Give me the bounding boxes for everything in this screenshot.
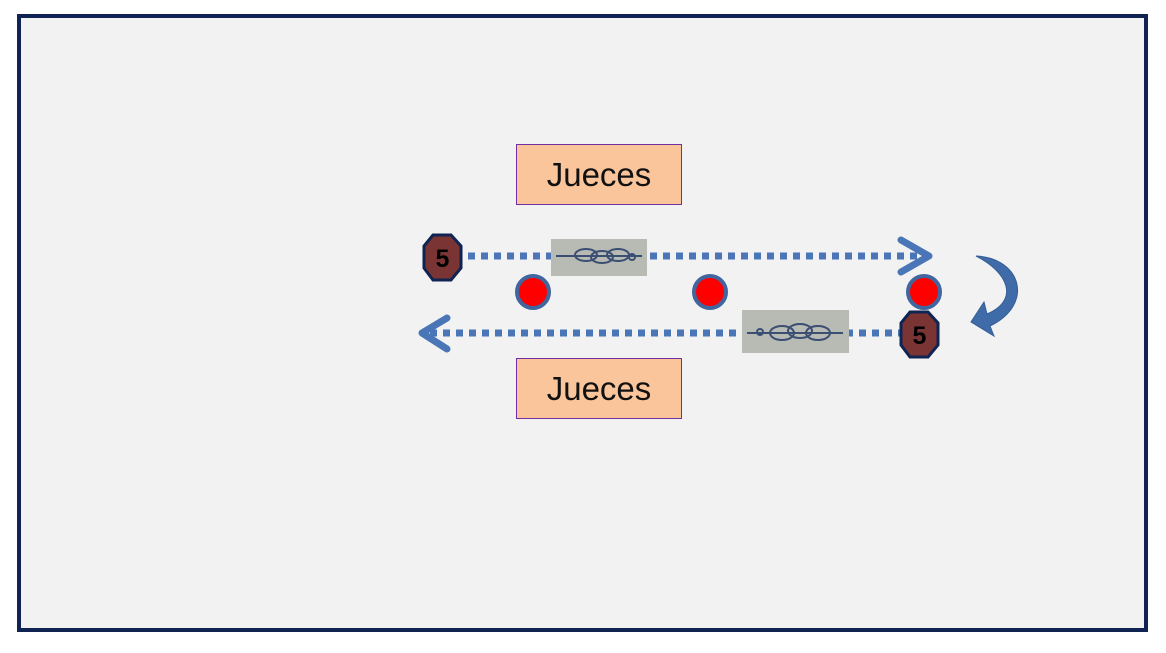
start-number-marker: 5 xyxy=(422,233,463,282)
diagram-panel xyxy=(17,14,1148,632)
cone-marker-right xyxy=(906,274,942,310)
judges-label-top: Jueces xyxy=(516,144,682,205)
chain-icon xyxy=(551,239,647,276)
judges-label-bottom: Jueces xyxy=(516,358,682,419)
return-arrowhead-icon xyxy=(418,314,451,353)
cone-marker-middle xyxy=(692,274,728,310)
forward-arrowhead-icon xyxy=(897,236,933,276)
end-number-label: 5 xyxy=(913,322,927,350)
chain-icon xyxy=(742,310,849,353)
curved-return-arrow-icon xyxy=(970,255,1019,338)
cone-marker-left xyxy=(515,274,551,310)
start-number-label: 5 xyxy=(436,245,450,273)
end-number-marker: 5 xyxy=(899,310,940,359)
